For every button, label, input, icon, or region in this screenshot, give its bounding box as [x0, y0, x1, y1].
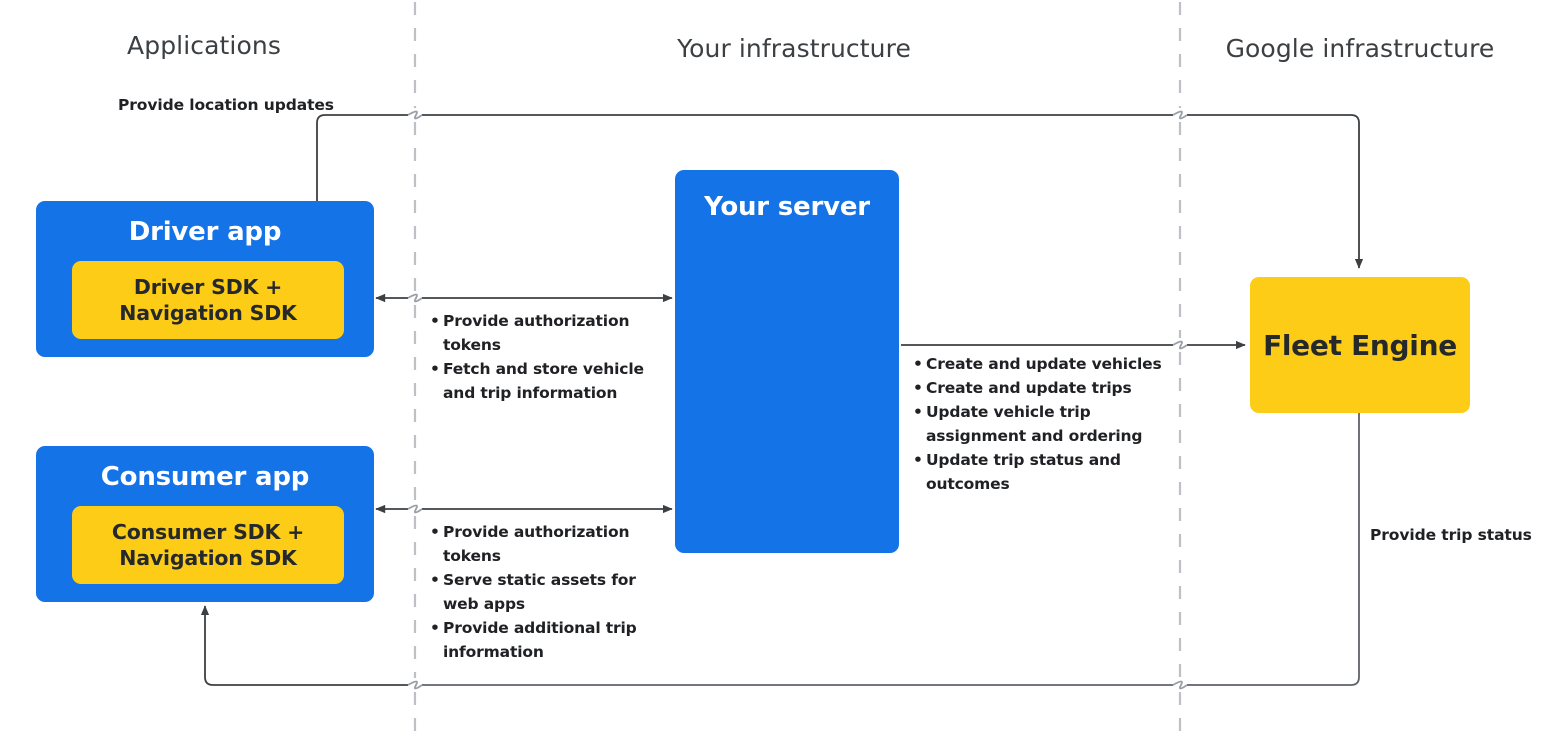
hop-bottom-right [1172, 680, 1188, 690]
list-item: Create and update trips [913, 376, 1163, 400]
node-driver-sdk[interactable]: Driver SDK + Navigation SDK [72, 261, 344, 339]
list-item: Provide additional trip information [430, 616, 645, 664]
list-item: Create and update vehicles [913, 352, 1163, 376]
driver-sdk-line2: Navigation SDK [119, 301, 297, 325]
wire-location-updates-c [1187, 114, 1364, 269]
list-item: Update vehicle trip assignment and order… [913, 400, 1163, 448]
column-header-applications: Applications [127, 31, 281, 60]
consumer-app-title: Consumer app [100, 462, 310, 492]
consumer-sdk-line1: Consumer SDK + [111, 519, 305, 544]
wire-trip-status-a [1187, 413, 1360, 686]
hop-driver-server [407, 293, 423, 303]
bullets-consumer-to-server: Provide authorization tokens Serve stati… [430, 520, 645, 664]
hop-top-left [407, 110, 423, 120]
list-item: Update trip status and outcomes [913, 448, 1163, 496]
fleet-engine-title: Fleet Engine [1263, 328, 1457, 362]
bullets-driver-to-server: Provide authorization tokens Fetch and s… [430, 309, 655, 405]
hop-consumer-server [407, 504, 423, 514]
hop-bottom-left [407, 680, 423, 690]
column-header-google-infrastructure: Google infrastructure [1225, 34, 1495, 63]
list-item: Provide authorization tokens [430, 520, 645, 568]
list-item: Fetch and store vehicle and trip informa… [430, 357, 655, 405]
node-consumer-app[interactable]: Consumer app Consumer SDK + Navigation S… [36, 446, 374, 602]
consumer-sdk-line2: Navigation SDK [119, 546, 297, 570]
your-server-title: Your server [704, 192, 870, 222]
label-provide-location-updates: Provide location updates [118, 96, 334, 114]
wire-trip-status-c [200, 605, 408, 686]
bullets-server-to-fleet-engine: Create and update vehicles Create and up… [913, 352, 1163, 496]
node-fleet-engine[interactable]: Fleet Engine [1250, 277, 1470, 413]
driver-sdk-line1: Driver SDK + [133, 274, 283, 299]
node-consumer-sdk[interactable]: Consumer SDK + Navigation SDK [72, 506, 344, 584]
label-provide-trip-status: Provide trip status [1370, 526, 1532, 544]
node-driver-app[interactable]: Driver app Driver SDK + Navigation SDK [36, 201, 374, 357]
driver-app-title: Driver app [128, 217, 282, 247]
column-header-your-infrastructure: Your infrastructure [677, 34, 911, 63]
hop-server-fleet [1172, 340, 1188, 350]
list-item: Provide authorization tokens [430, 309, 655, 357]
hop-top-right [1172, 110, 1188, 120]
node-your-server[interactable]: Your server [675, 170, 899, 553]
list-item: Serve static assets for web apps [430, 568, 645, 616]
